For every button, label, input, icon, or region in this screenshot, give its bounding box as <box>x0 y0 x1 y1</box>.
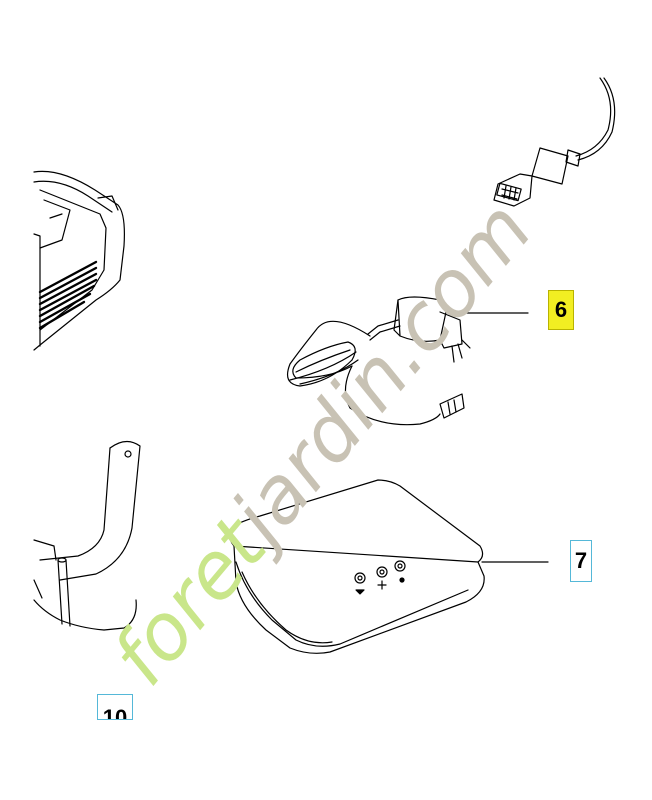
bracket-drawing <box>33 440 141 631</box>
battery-pack-drawing <box>33 170 125 351</box>
callout-6-text: 6 <box>554 297 568 322</box>
callout-label-7: 7 <box>570 540 592 582</box>
charger-adapter-drawing <box>287 296 471 426</box>
callout-7-text: 7 <box>574 548 588 573</box>
callout-label-6: 6 <box>548 290 574 330</box>
base-hub-drawing <box>228 479 485 654</box>
usb-cable-drawing <box>493 77 616 207</box>
callout-10-text: 10 <box>102 705 128 720</box>
callout-label-10: 10 <box>97 694 133 720</box>
